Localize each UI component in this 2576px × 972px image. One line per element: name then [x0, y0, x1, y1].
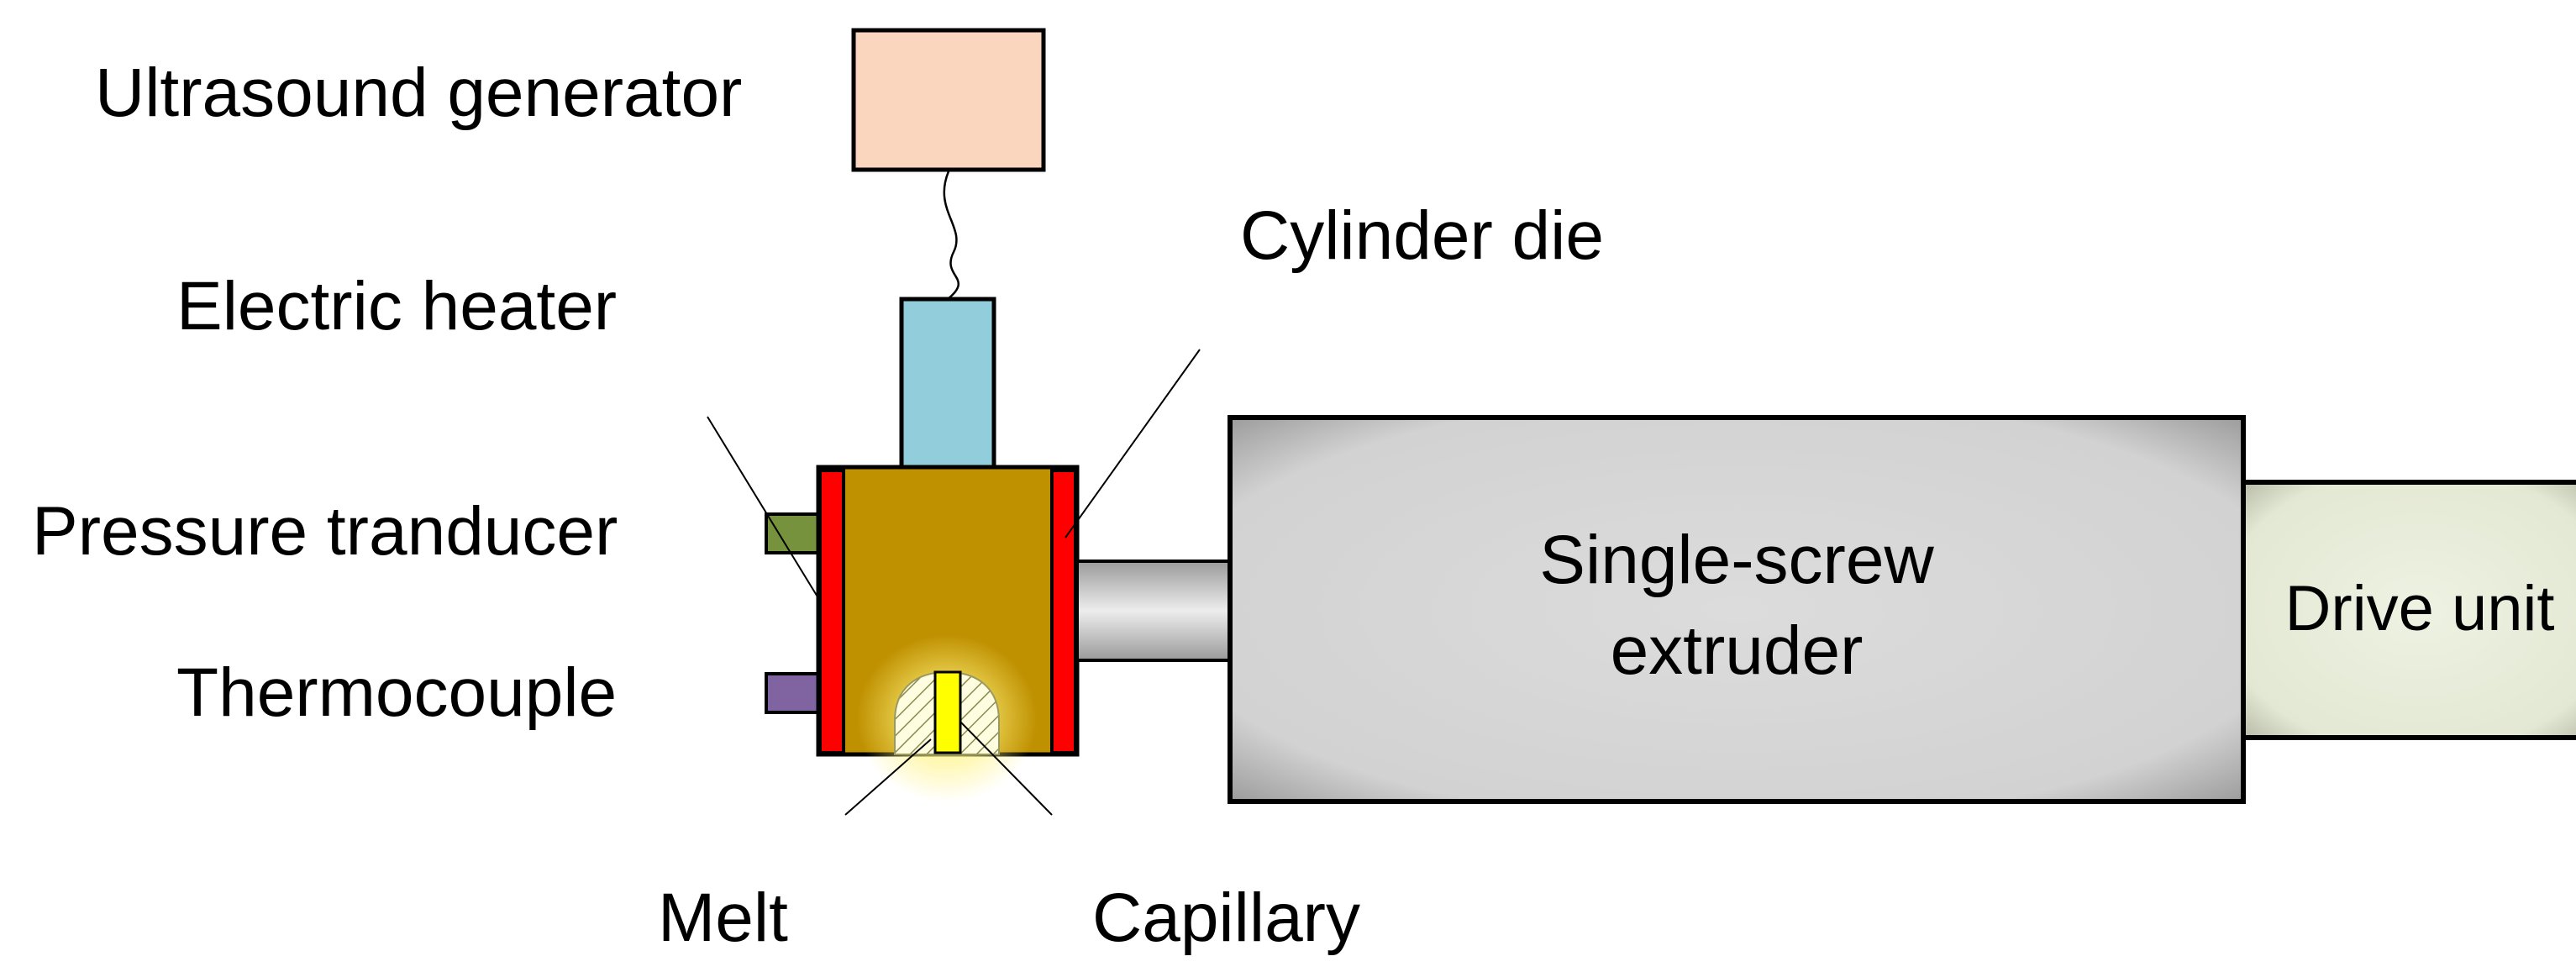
- leader-line-melt: [844, 738, 932, 816]
- leader-line-pressure: [707, 416, 819, 599]
- drive-unit-box: [2241, 480, 2576, 740]
- label-capillary: Capillary: [1092, 880, 1360, 956]
- leader-line-capillary: [959, 720, 1053, 816]
- label-pressure-transducer: Pressure tranducer: [32, 493, 618, 570]
- capillary-rod: [933, 670, 962, 754]
- extruder-body: [1228, 415, 2246, 804]
- label-thermocouple: Thermocouple: [176, 654, 617, 731]
- leader-line-cylinder-die: [1065, 349, 1201, 539]
- heater-band-right: [1050, 469, 1077, 754]
- label-extruder-line1: Single-screw: [1539, 522, 1934, 598]
- label-drive-unit: Drive unit: [2285, 573, 2555, 644]
- connecting-shaft: [1075, 560, 1232, 662]
- thermocouple-stub: [765, 672, 820, 714]
- label-cylinder-die: Cylinder die: [1240, 197, 1604, 274]
- label-ultrasound-generator: Ultrasound generator: [95, 55, 742, 131]
- heater-band-left: [818, 469, 845, 754]
- ultrasound-generator-box: [851, 28, 1046, 172]
- label-electric-heater: Electric heater: [176, 268, 617, 344]
- electric-heater-box: [899, 297, 996, 470]
- pressure-transducer-stub: [765, 512, 820, 554]
- label-melt: Melt: [658, 880, 788, 956]
- label-extruder-line2: extruder: [1611, 612, 1864, 689]
- ultrasound-cable: [943, 171, 959, 300]
